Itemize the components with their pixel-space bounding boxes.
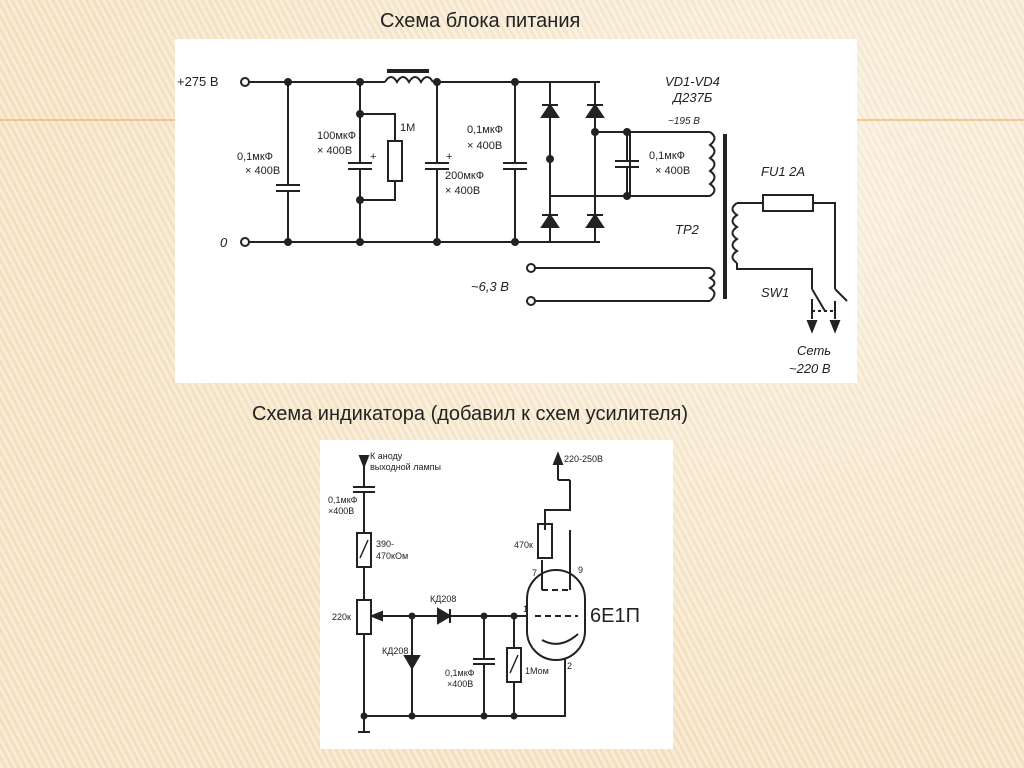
- label-r1b: 470кОм: [376, 551, 408, 561]
- psu-title: Схема блока питания: [380, 10, 581, 32]
- label-220v: ~220 В: [789, 361, 831, 376]
- label-c3a: 200мкФ: [445, 170, 484, 182]
- capacitor-c2: [348, 82, 372, 242]
- indicator-title: Схема индикатора (добавил к схем усилите…: [252, 403, 689, 425]
- resistor-r1-wires: [360, 113, 396, 201]
- primary-leads: [736, 202, 763, 265]
- capacitor-c2: [473, 616, 495, 716]
- label-r3: 470к: [514, 540, 533, 550]
- plus-terminal: [240, 77, 250, 87]
- label-c4b: × 400В: [467, 140, 502, 152]
- junction-dots: [284, 78, 519, 246]
- label-c4a: 0,1мкФ: [467, 124, 503, 136]
- label-c3b: × 400В: [445, 185, 480, 197]
- resistor-r1: [387, 140, 403, 182]
- label-plus275: +275 В: [177, 74, 219, 89]
- diode-vd2: [585, 103, 605, 118]
- label-d1: КД208: [430, 594, 456, 604]
- label-c5b: × 400В: [655, 165, 690, 177]
- tube-6e1p-envelope: [526, 569, 586, 661]
- capacitor-c4: [503, 82, 527, 242]
- label-r2: 1Мом: [525, 666, 549, 676]
- potentiometer-220k: [356, 599, 372, 635]
- label-c1a: 0,1мкФ: [237, 151, 273, 163]
- label-zero: 0: [220, 235, 228, 250]
- transformer-secondary: [708, 131, 716, 197]
- primary-return: [736, 263, 813, 289]
- heater-terminal-1: [526, 263, 536, 273]
- label-c5a: 0,1мкФ: [649, 150, 685, 162]
- label-anode-2: выходной лампы: [370, 462, 441, 472]
- ground-rail: [364, 658, 566, 717]
- label-tr2: ТР2: [675, 222, 700, 237]
- label-supply: 220-250В: [564, 454, 603, 464]
- resistor-r2: [506, 647, 522, 683]
- label-pin7: 7: [532, 568, 537, 578]
- label-sw1: SW1: [761, 285, 789, 300]
- fuse-wire: [813, 202, 836, 289]
- capacitor-c3: [425, 82, 449, 242]
- label-63v: ~6,3 В: [471, 279, 509, 294]
- diode-vd3: [540, 213, 560, 228]
- heater-wires: [535, 267, 710, 302]
- bridge-rails: [550, 81, 595, 243]
- label-r1a: 390-: [376, 539, 394, 549]
- label-c1b: × 400В: [245, 165, 280, 177]
- tube-anode-leads: [541, 480, 571, 590]
- transformer-primary: [731, 202, 739, 264]
- wiper-arrow: [369, 610, 383, 622]
- label-195v: ~195 В: [668, 116, 700, 127]
- power-supply-schematic: + + +275 В 0 0,1м: [175, 39, 857, 383]
- svg-text:+: +: [370, 151, 376, 163]
- choke-inductor: [384, 76, 434, 84]
- capacitor-c5: [615, 132, 639, 196]
- label-tube: 6Е1П: [590, 605, 640, 627]
- label-pin2: 2: [567, 661, 572, 671]
- tube-cathode: [541, 633, 579, 645]
- psu-diagram: + + +275 В 0 0,1м: [177, 69, 848, 376]
- diode-d2: [403, 616, 421, 670]
- capacitor-c1: [276, 82, 300, 242]
- label-c2b: ×400В: [447, 679, 473, 689]
- label-c1a: 0,1мкФ: [328, 495, 358, 505]
- label-pin9: 9: [578, 565, 583, 575]
- label-c2a: 0,1мкФ: [445, 668, 475, 678]
- indicator-diagram: К аноду выходной лампы 220-250В 0,1мкФ ×…: [328, 451, 640, 733]
- switch-wires: [811, 299, 836, 319]
- mains-arrows: [806, 320, 841, 334]
- label-anode-1: К аноду: [370, 451, 403, 461]
- diode-d1: [437, 607, 452, 625]
- label-c1b: ×400В: [328, 506, 354, 516]
- svg-text:+: +: [446, 151, 452, 163]
- label-r1: 1М: [400, 122, 415, 134]
- zero-terminal: [240, 237, 250, 247]
- label-pot: 220к: [332, 612, 351, 622]
- label-pin1: 1: [523, 604, 528, 614]
- supply-arrow: [552, 451, 564, 465]
- heater-winding: [707, 267, 716, 302]
- capacitor-c1: [353, 456, 375, 533]
- diode-vd1: [540, 103, 560, 118]
- heater-terminal-2: [526, 296, 536, 306]
- label-vd-type: Д237Б: [671, 90, 713, 105]
- label-c2a: 100мкФ: [317, 130, 356, 142]
- label-c2b: × 400В: [317, 145, 352, 157]
- bridge-ac-wiring: [550, 131, 631, 197]
- switch-sw1: [811, 288, 848, 312]
- label-vd: VD1-VD4: [665, 74, 720, 89]
- secondary-wires: [630, 131, 710, 197]
- label-d2: КД208: [382, 646, 408, 656]
- label-fu1: FU1 2А: [761, 164, 805, 179]
- fuse-fu1: [762, 194, 814, 212]
- label-mains: Сеть: [797, 343, 831, 358]
- indicator-schematic: К аноду выходной лампы 220-250В 0,1мкФ ×…: [320, 440, 673, 749]
- diode-vd4: [585, 213, 605, 228]
